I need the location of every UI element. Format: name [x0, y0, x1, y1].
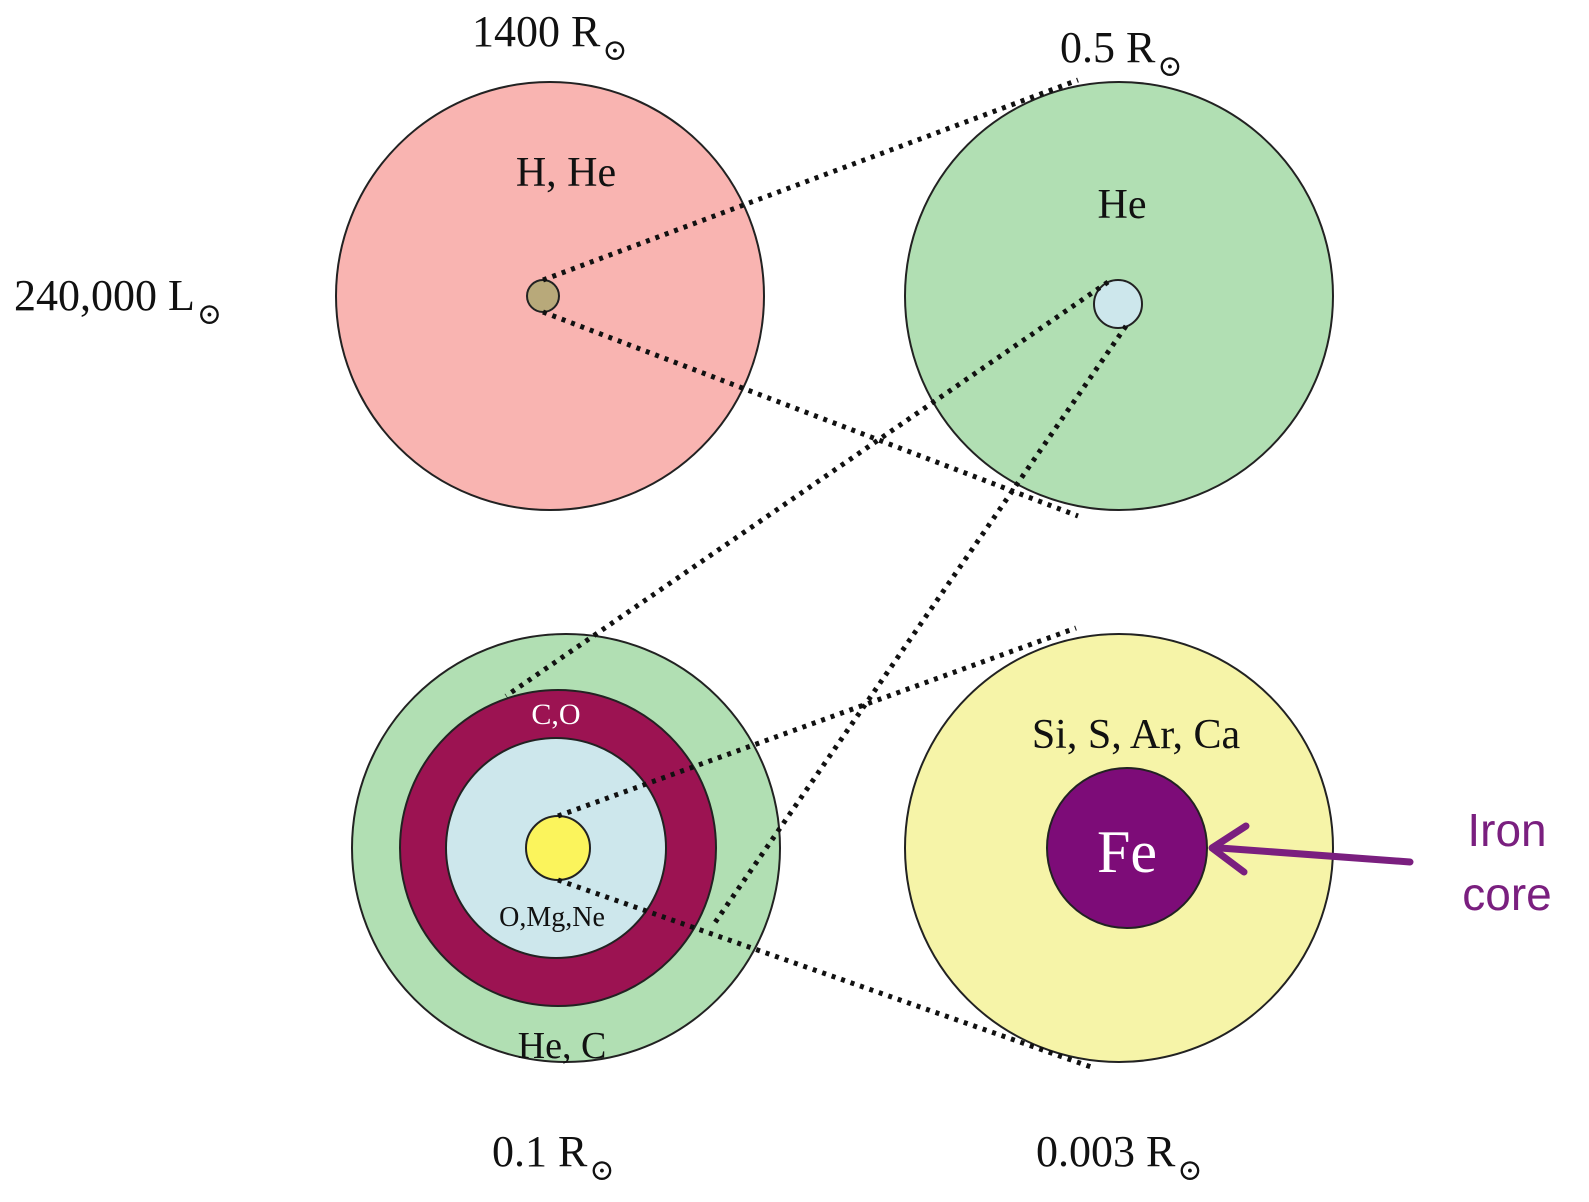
stage3-outer-label: He, C — [518, 1025, 607, 1067]
stage4-layer-label: Si, S, Ar, Ca — [1032, 712, 1241, 758]
stage1-core — [526, 279, 560, 313]
svg-text:0.003 R⊙: 0.003 R⊙ — [1036, 1127, 1203, 1187]
stage1-radius-label: 1400 R⊙ — [472, 7, 628, 67]
stage1-star: H, He — [335, 81, 765, 511]
zoom-line-3b — [557, 877, 1095, 1071]
stage2-star: He — [904, 81, 1334, 511]
annotation-line-2: core — [1462, 868, 1551, 920]
svg-text:0.5 R⊙: 0.5 R⊙ — [1060, 23, 1183, 83]
zoom-line-2b — [711, 324, 1129, 926]
svg-text:240,000 L⊙: 240,000 L⊙ — [14, 271, 222, 331]
stage3-core-label: O,Mg,Ne — [499, 902, 605, 933]
svg-text:1400 R⊙: 1400 R⊙ — [472, 7, 628, 67]
stage4-core-label: Fe — [1097, 819, 1157, 885]
iron-core — [1046, 767, 1208, 929]
stage1-layer-label: H, He — [516, 150, 616, 196]
stage2-layer-label: He — [1098, 182, 1147, 228]
svg-text:0.1 R⊙: 0.1 R⊙ — [492, 1127, 615, 1187]
stage3-radius-label: 0.1 R⊙ — [492, 1127, 615, 1187]
annotation-line-1: Iron — [1467, 804, 1546, 856]
iron-core-annotation: Iron core — [1208, 804, 1552, 920]
zoom-line-2a — [504, 279, 1110, 699]
arrow-left-icon — [1208, 822, 1414, 876]
zoom-line-3a — [557, 625, 1077, 819]
zoom-lines — [504, 77, 1129, 1071]
stage4-radius-label: 0.003 R⊙ — [1036, 1127, 1203, 1187]
helium-core — [1093, 279, 1143, 329]
stage2-radius-label: 0.5 R⊙ — [1060, 23, 1183, 83]
stage1-luminosity-label: 240,000 L⊙ — [14, 271, 222, 331]
stage3-shell-label: C,O — [531, 698, 580, 731]
stage4-star: Si, S, Ar, Ca Fe — [904, 633, 1334, 1063]
inner-core — [525, 815, 591, 881]
stage3-star: C,O O,Mg,Ne He, C — [351, 633, 781, 1067]
